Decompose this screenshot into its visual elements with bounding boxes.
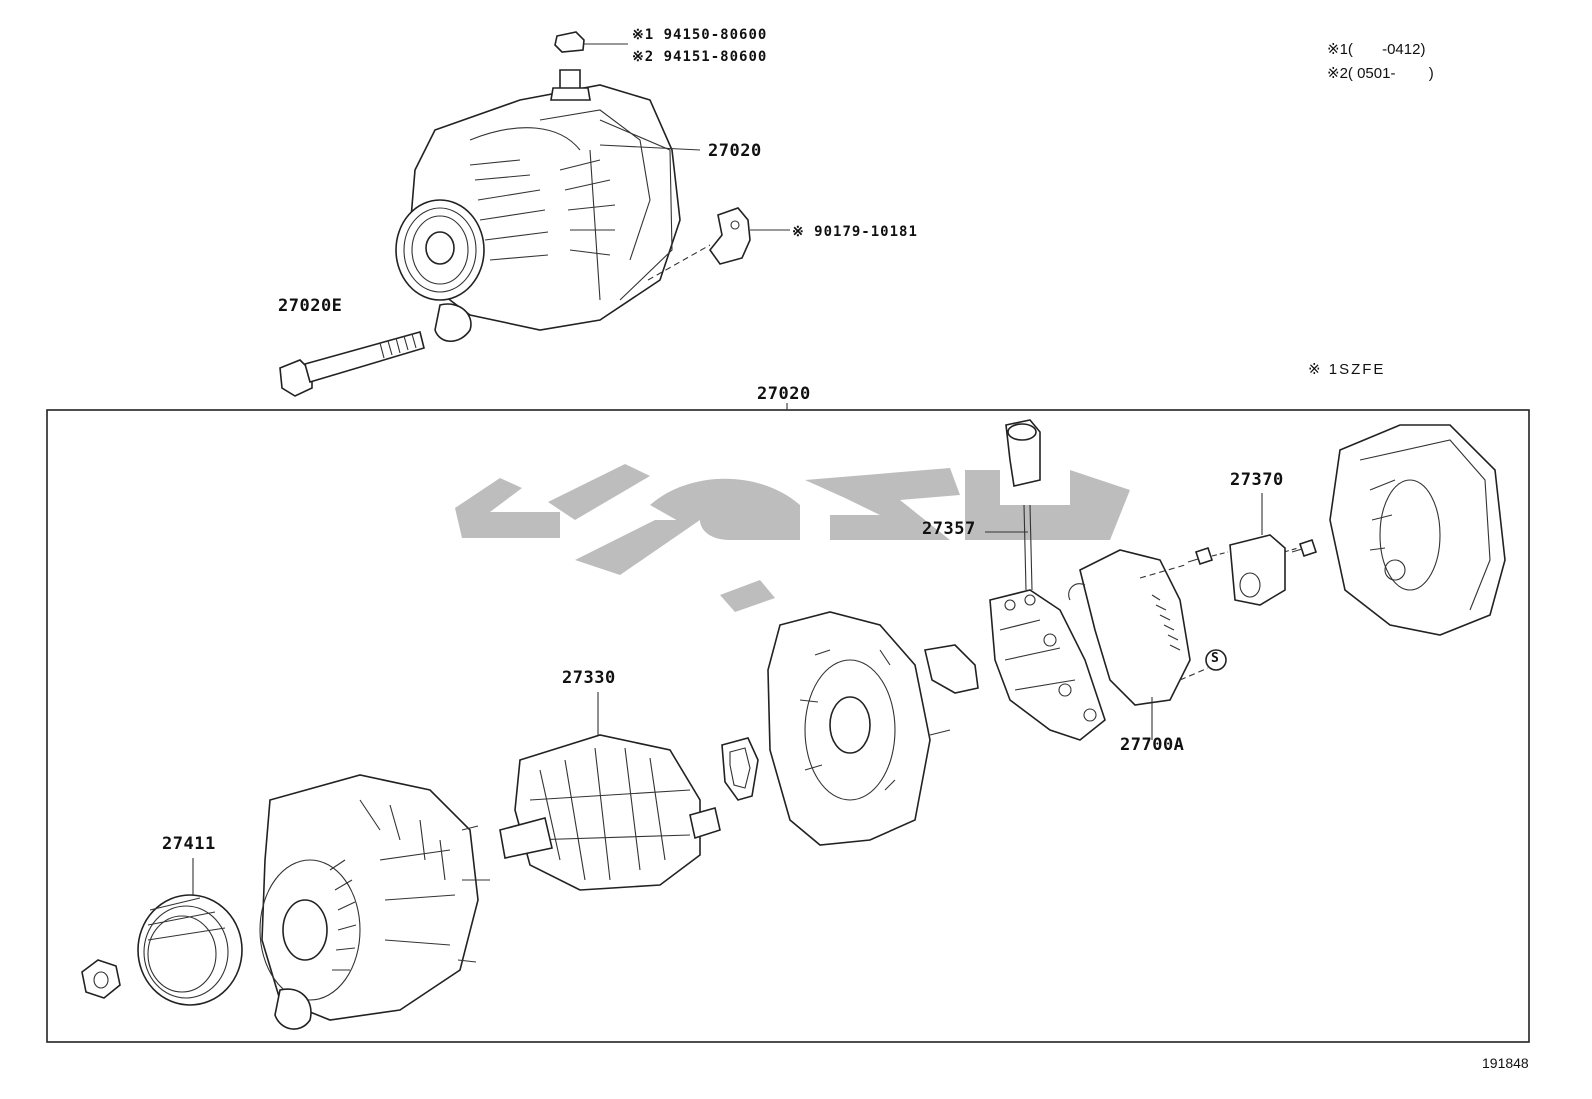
nut-icon bbox=[81, 959, 121, 999]
label-27700A: 27700A bbox=[1120, 735, 1185, 755]
label-27020-top: 27020 bbox=[708, 141, 762, 161]
rear-cover-icon bbox=[1329, 424, 1506, 636]
label-90179: ※ 90179-10181 bbox=[792, 224, 918, 240]
pulley-icon bbox=[137, 894, 243, 1006]
drawing-number: 191848 bbox=[1482, 1055, 1529, 1071]
callout-94151: ※2 94151-80600 bbox=[632, 49, 768, 65]
note-2: ※2( 0501- ) bbox=[1327, 65, 1434, 82]
label-27357: 27357 bbox=[922, 519, 976, 539]
brush-holder-icon bbox=[1229, 534, 1286, 606]
regulator-icon bbox=[1068, 549, 1191, 706]
terminal-insulator-icon bbox=[1005, 419, 1041, 591]
label-27411: 27411 bbox=[162, 834, 216, 854]
label-27370: 27370 bbox=[1230, 470, 1284, 490]
rotor-icon bbox=[499, 734, 721, 891]
nut-icon bbox=[554, 31, 585, 53]
screw-icon bbox=[1291, 538, 1318, 558]
plate-icon bbox=[924, 644, 979, 694]
label-27020E: 27020E bbox=[278, 296, 343, 316]
watermark-logo bbox=[455, 464, 1130, 612]
label-27020-exploded: 27020 bbox=[757, 384, 811, 404]
rectifier-icon bbox=[989, 589, 1106, 741]
note-1: ※1( -0412) bbox=[1327, 41, 1426, 58]
screw-icon bbox=[1187, 546, 1214, 566]
label-27330: 27330 bbox=[562, 668, 616, 688]
through-bolt-icon bbox=[279, 331, 425, 397]
bracket-icon bbox=[708, 207, 751, 265]
rear-housing-icon bbox=[767, 611, 951, 846]
exploded-view-frame bbox=[46, 409, 1530, 1043]
washer-ring-icon bbox=[721, 737, 759, 801]
s-symbol-label: S bbox=[1211, 651, 1220, 666]
front-housing-icon bbox=[259, 774, 490, 1030]
engine-note: ※ 1SZFE bbox=[1308, 361, 1386, 378]
alternator-assembly-drawing bbox=[395, 69, 681, 343]
callout-94150: ※1 94150-80600 bbox=[632, 27, 768, 43]
s-symbol bbox=[1205, 649, 1227, 671]
